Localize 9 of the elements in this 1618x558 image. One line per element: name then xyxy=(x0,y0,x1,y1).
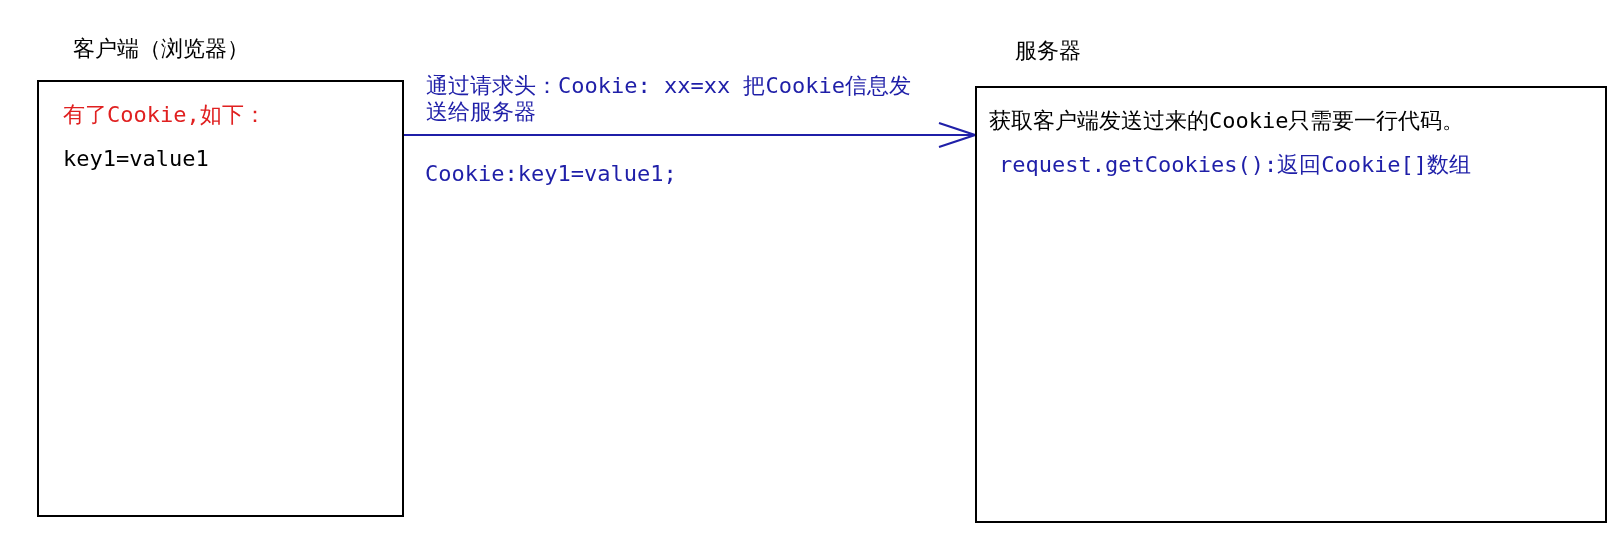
box-heading: 客户端（浏览器） xyxy=(73,36,249,62)
edge-label: 通过请求头：Cookie: xx=xx 把Cookie信息发送给服务器 xyxy=(426,73,912,125)
box-text: key1=value1 xyxy=(63,146,209,172)
note-text: Cookie:key1=value1; xyxy=(425,161,677,187)
box-heading: 服务器 xyxy=(1015,38,1081,64)
arrow xyxy=(403,122,976,148)
code-text: request.getCookies():返回Cookie[]数组 xyxy=(999,152,1472,178)
box-text: 有了Cookie,如下： xyxy=(63,102,266,128)
box-text: 获取客户端发送过来的Cookie只需要一行代码。 xyxy=(989,108,1465,134)
